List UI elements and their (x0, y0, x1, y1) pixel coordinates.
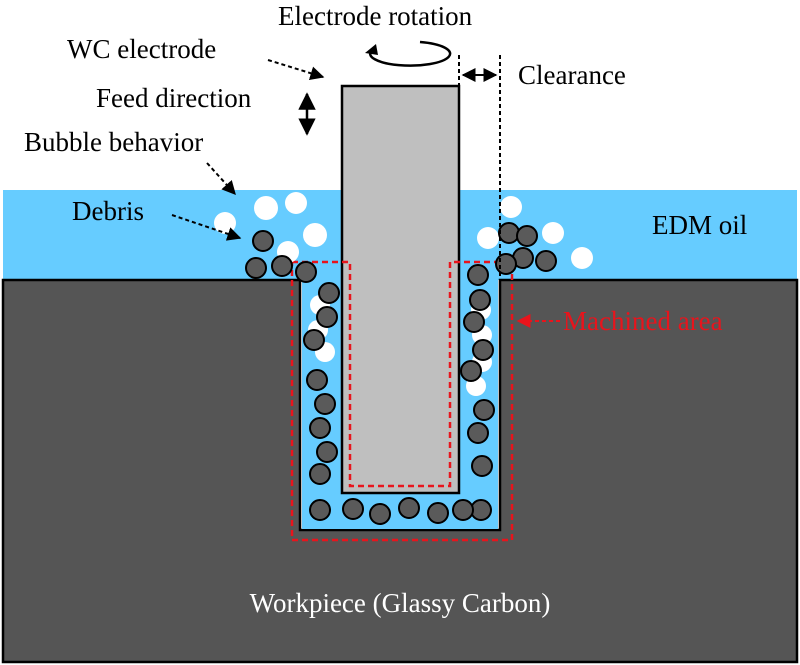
feed-direction-label: Feed direction (96, 83, 252, 113)
bubble (303, 223, 327, 247)
edm-oil-label: EDM oil (652, 210, 747, 240)
particles (214, 192, 593, 525)
debris (495, 253, 517, 275)
debris (318, 282, 340, 304)
bubble (542, 222, 564, 244)
debris (271, 255, 293, 277)
bubble (214, 212, 236, 234)
debris (309, 499, 331, 521)
clearance-label: Clearance (518, 60, 626, 90)
debris (452, 499, 474, 521)
wc-electrode-leader-arrow (267, 59, 325, 80)
debris (471, 455, 493, 477)
debris (472, 339, 494, 361)
debris (473, 399, 495, 421)
debris (469, 289, 491, 311)
debris (460, 360, 482, 382)
workpiece (1, 278, 799, 664)
wc-electrode (340, 84, 461, 495)
debris (498, 222, 520, 244)
rotation-arrow-icon (365, 40, 452, 67)
electrode-rotation-label: Electrode rotation (278, 1, 473, 31)
debris (295, 261, 317, 283)
debris (467, 422, 489, 444)
debris (316, 441, 338, 463)
wc-electrode-label: WC electrode (67, 34, 216, 64)
debris (309, 417, 331, 439)
debris (427, 502, 449, 524)
debris (463, 311, 485, 333)
debris (516, 225, 538, 247)
machined-area-outline (290, 260, 514, 542)
bubble (285, 192, 307, 214)
bubble-behavior-label: Bubble behavior (24, 127, 203, 157)
debris (369, 503, 391, 525)
debris (252, 230, 274, 252)
bubble (500, 196, 522, 218)
bubble-behavior-leader-arrow (206, 162, 236, 196)
machined-area-label: Machined area (563, 306, 723, 336)
workpiece-label: Workpiece (Glassy Carbon) (250, 588, 551, 618)
debris (303, 329, 325, 351)
debris (309, 463, 331, 485)
bubble (254, 196, 278, 220)
debris-leader-arrow (171, 214, 242, 241)
debris (306, 369, 328, 391)
debris (245, 257, 267, 279)
debris (314, 393, 336, 415)
bubble (477, 227, 499, 249)
debris (535, 250, 557, 272)
bubble (571, 247, 593, 269)
debris (398, 497, 420, 519)
debris-label: Debris (72, 196, 144, 226)
debris (467, 264, 489, 286)
debris (316, 306, 338, 328)
debris (342, 498, 364, 520)
